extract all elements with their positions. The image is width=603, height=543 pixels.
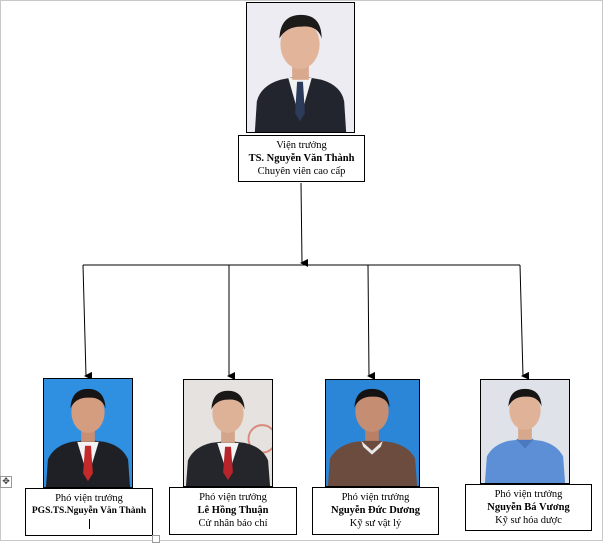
deputy-4-name: Nguyễn Bá Vương — [487, 502, 570, 513]
deputy-1-label: Phó viện trưởng PGS.TS.Nguyễn Văn Thành — [25, 488, 153, 536]
deputy-3-photo — [325, 379, 420, 487]
deputy-2-photo — [183, 379, 273, 487]
deputy-1-title: Phó viện trưởng — [55, 493, 123, 504]
deputy-1-name: PGS.TS.Nguyễn Văn Thành — [31, 506, 147, 516]
deputy-2-label: Phó viện trưởng Lê Hồng Thuận Cử nhân bá… — [169, 487, 297, 535]
director-down-arrow — [300, 182, 309, 267]
deputy-2-title: Phó viện trưởng — [199, 492, 267, 503]
deputy-4-arrow — [519, 264, 530, 380]
deputy-3-label: Phó viện trưởng Nguyễn Đức Dương Kỹ sư v… — [312, 487, 439, 535]
director-name: TS. Nguyễn Văn Thành — [248, 153, 355, 164]
deputy-3-title: Phó viện trưởng — [341, 492, 410, 503]
deputy-3-name: Nguyễn Đức Dương — [330, 505, 420, 516]
deputy-3-position: Kỹ sư vật lý — [349, 518, 402, 529]
deputy-4-title: Phó viện trưởng — [494, 489, 563, 500]
table-resize-handle[interactable] — [152, 535, 160, 543]
deputy-3-arrow — [367, 264, 376, 380]
director-title: Viện trưởng — [276, 140, 327, 151]
director-position: Chuyên viên cao cấp — [257, 166, 346, 177]
deputy-4-position: Kỹ sư hóa dược — [495, 515, 562, 526]
deputy-2-position: Cử nhân báo chí — [198, 518, 268, 529]
table-move-handle-icon[interactable]: ✥ — [0, 476, 12, 488]
deputy-1-position — [26, 518, 152, 533]
text-cursor — [88, 519, 90, 529]
deputy-2-name: Lê Hồng Thuận — [197, 505, 269, 516]
deputy-1-photo — [43, 378, 133, 488]
deputy-4-label: Phó viện trưởng Nguyễn Bá Vương Kỹ sư hó… — [465, 484, 592, 531]
director-label: Viện trưởng TS. Nguyễn Văn Thành Chuyên … — [238, 135, 365, 182]
director-photo — [246, 2, 355, 133]
deputy-1-arrow — [82, 264, 93, 380]
deputy-4-photo — [480, 379, 570, 484]
